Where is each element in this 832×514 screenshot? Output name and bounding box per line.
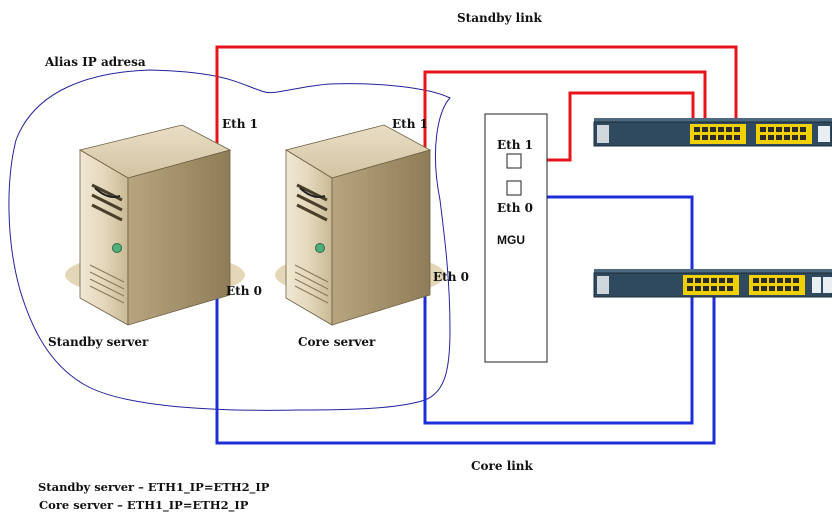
mgu-port-eth1 xyxy=(506,153,522,169)
mgu-port-eth0 xyxy=(506,180,522,196)
standby-server-icon xyxy=(65,124,245,326)
standby-link-label: Standby link xyxy=(457,11,542,25)
mgu-eth0-label: Eth 0 xyxy=(497,201,533,215)
standby-eth1-label: Eth 1 xyxy=(222,117,258,131)
core-link-mgu xyxy=(522,195,694,273)
standby-link-middle xyxy=(423,70,707,150)
core-server-label: Core server xyxy=(298,335,376,349)
core-link-label: Core link xyxy=(471,459,534,473)
core-eth1-label: Eth 1 xyxy=(392,117,428,131)
alias-ip-label: Alias IP adresa xyxy=(44,55,146,69)
standby-eth0-label: Eth 0 xyxy=(226,284,262,298)
mgu-label: MGU xyxy=(497,233,525,247)
standby-server-label: Standby server xyxy=(48,335,149,349)
switch-top-icon xyxy=(593,118,832,147)
mgu-eth1-label: Eth 1 xyxy=(497,138,533,152)
standby-link-mgu xyxy=(517,91,695,162)
standby-link-outer xyxy=(215,45,738,150)
core-eth0-label: Eth 0 xyxy=(433,270,469,284)
core-link-standby xyxy=(215,283,716,445)
core-server-note: Core server – ETH1_IP=ETH2_IP xyxy=(39,498,249,512)
core-link-core xyxy=(423,273,694,425)
switch-bottom-icon xyxy=(593,269,832,298)
standby-server-note: Standby server – ETH1_IP=ETH2_IP xyxy=(38,480,270,494)
core-server-icon xyxy=(275,124,445,326)
